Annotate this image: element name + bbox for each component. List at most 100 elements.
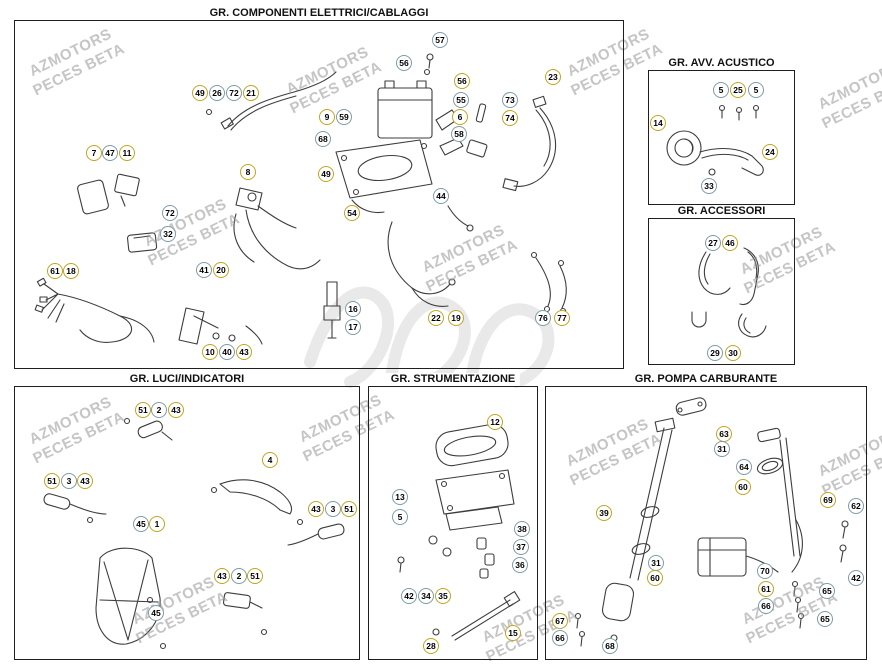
part-callout-5: 5 bbox=[713, 82, 729, 98]
panel-title-accessories: GR. ACCESSORI bbox=[672, 205, 771, 218]
part-callout-2: 2 bbox=[151, 402, 167, 418]
part-callout-44: 44 bbox=[433, 188, 449, 204]
part-callout-24: 24 bbox=[762, 144, 778, 160]
part-callout-62: 62 bbox=[848, 498, 864, 514]
part-callout-45: 45 bbox=[133, 516, 149, 532]
part-callout-49: 49 bbox=[192, 85, 208, 101]
part-callout-29: 29 bbox=[707, 345, 723, 361]
part-callout-59: 59 bbox=[336, 109, 352, 125]
part-callout-28: 28 bbox=[423, 638, 439, 654]
part-callout-12: 12 bbox=[487, 414, 503, 430]
part-callout-3: 3 bbox=[61, 473, 77, 489]
part-callout-60: 60 bbox=[735, 479, 751, 495]
part-callout-19: 19 bbox=[448, 310, 464, 326]
part-callout-5: 5 bbox=[748, 82, 764, 98]
part-callout-51: 51 bbox=[44, 473, 60, 489]
part-callout-47: 47 bbox=[102, 145, 118, 161]
part-callout-41: 41 bbox=[196, 262, 212, 278]
part-callout-68: 68 bbox=[315, 131, 331, 147]
part-callout-64: 64 bbox=[736, 459, 752, 475]
part-callout-72: 72 bbox=[162, 205, 178, 221]
part-callout-18: 18 bbox=[63, 263, 79, 279]
part-callout-56: 56 bbox=[454, 73, 470, 89]
part-callout-55: 55 bbox=[453, 92, 469, 108]
panel-acoustic-horn: GR. AVV. ACUSTICO bbox=[648, 57, 795, 205]
part-callout-14: 14 bbox=[650, 115, 666, 131]
part-callout-15: 15 bbox=[505, 625, 521, 641]
part-callout-57: 57 bbox=[432, 32, 448, 48]
part-callout-30: 30 bbox=[725, 345, 741, 361]
part-callout-32: 32 bbox=[160, 226, 176, 242]
panel-instrumentation: GR. STRUMENTAZIONE bbox=[368, 373, 538, 660]
part-callout-73: 73 bbox=[502, 92, 518, 108]
part-callout-33: 33 bbox=[701, 178, 717, 194]
part-callout-31: 31 bbox=[714, 441, 730, 457]
part-callout-39: 39 bbox=[596, 505, 612, 521]
part-callout-76: 76 bbox=[535, 310, 551, 326]
part-callout-43: 43 bbox=[236, 344, 252, 360]
part-callout-43: 43 bbox=[77, 473, 93, 489]
part-callout-74: 74 bbox=[502, 110, 518, 126]
part-callout-51: 51 bbox=[341, 501, 357, 517]
part-callout-60: 60 bbox=[647, 570, 663, 586]
part-callout-13: 13 bbox=[392, 489, 408, 505]
part-callout-42: 42 bbox=[848, 570, 864, 586]
part-callout-61: 61 bbox=[47, 263, 63, 279]
part-callout-49: 49 bbox=[318, 166, 334, 182]
part-callout-36: 36 bbox=[512, 557, 528, 573]
part-callout-67: 67 bbox=[552, 613, 568, 629]
part-callout-17: 17 bbox=[345, 319, 361, 335]
part-callout-51: 51 bbox=[135, 402, 151, 418]
part-callout-2: 2 bbox=[231, 568, 247, 584]
part-callout-63: 63 bbox=[716, 426, 732, 442]
part-callout-68: 68 bbox=[602, 638, 618, 654]
panel-fuel-pump: GR. POMPA CARBURANTE bbox=[545, 373, 867, 660]
panel-title-electrical: GR. COMPONENTI ELETTRICI/CABLAGGI bbox=[204, 7, 434, 20]
part-callout-72: 72 bbox=[226, 85, 242, 101]
panel-title-horn: GR. AVV. ACUSTICO bbox=[663, 57, 780, 70]
part-callout-40: 40 bbox=[219, 344, 235, 360]
panel-accessories: GR. ACCESSORI bbox=[648, 205, 795, 365]
part-callout-5: 5 bbox=[392, 509, 408, 525]
part-callout-1: 1 bbox=[149, 516, 165, 532]
part-callout-35: 35 bbox=[435, 588, 451, 604]
panel-title-instruments: GR. STRUMENTAZIONE bbox=[385, 373, 521, 386]
part-callout-66: 66 bbox=[758, 598, 774, 614]
part-callout-4: 4 bbox=[262, 452, 278, 468]
part-callout-37: 37 bbox=[513, 539, 529, 555]
part-callout-46: 46 bbox=[722, 235, 738, 251]
part-callout-58: 58 bbox=[451, 126, 467, 142]
part-callout-6: 6 bbox=[452, 109, 468, 125]
part-callout-27: 27 bbox=[705, 235, 721, 251]
panel-title-fuelpump: GR. POMPA CARBURANTE bbox=[629, 373, 783, 386]
part-callout-26: 26 bbox=[209, 85, 225, 101]
part-callout-34: 34 bbox=[418, 588, 434, 604]
part-callout-66: 66 bbox=[552, 630, 568, 646]
part-callout-69: 69 bbox=[820, 492, 836, 508]
part-callout-65: 65 bbox=[819, 583, 835, 599]
part-callout-16: 16 bbox=[345, 301, 361, 317]
part-callout-43: 43 bbox=[168, 402, 184, 418]
part-callout-45: 45 bbox=[148, 605, 164, 621]
part-callout-56: 56 bbox=[396, 55, 412, 71]
part-callout-77: 77 bbox=[554, 310, 570, 326]
part-callout-51: 51 bbox=[247, 568, 263, 584]
part-callout-54: 54 bbox=[344, 205, 360, 221]
part-callout-11: 11 bbox=[119, 145, 135, 161]
part-callout-42: 42 bbox=[401, 588, 417, 604]
part-callout-9: 9 bbox=[319, 109, 335, 125]
panel-title-lights: GR. LUCI/INDICATORI bbox=[124, 373, 250, 386]
part-callout-65: 65 bbox=[817, 611, 833, 627]
part-callout-8: 8 bbox=[240, 164, 256, 180]
part-callout-23: 23 bbox=[545, 69, 561, 85]
part-callout-31: 31 bbox=[648, 555, 664, 571]
part-callout-70: 70 bbox=[757, 563, 773, 579]
part-callout-43: 43 bbox=[214, 568, 230, 584]
panel-lights-indicators: GR. LUCI/INDICATORI bbox=[14, 373, 360, 660]
part-callout-61: 61 bbox=[758, 581, 774, 597]
part-callout-20: 20 bbox=[213, 262, 229, 278]
part-callout-7: 7 bbox=[86, 145, 102, 161]
part-callout-22: 22 bbox=[428, 310, 444, 326]
